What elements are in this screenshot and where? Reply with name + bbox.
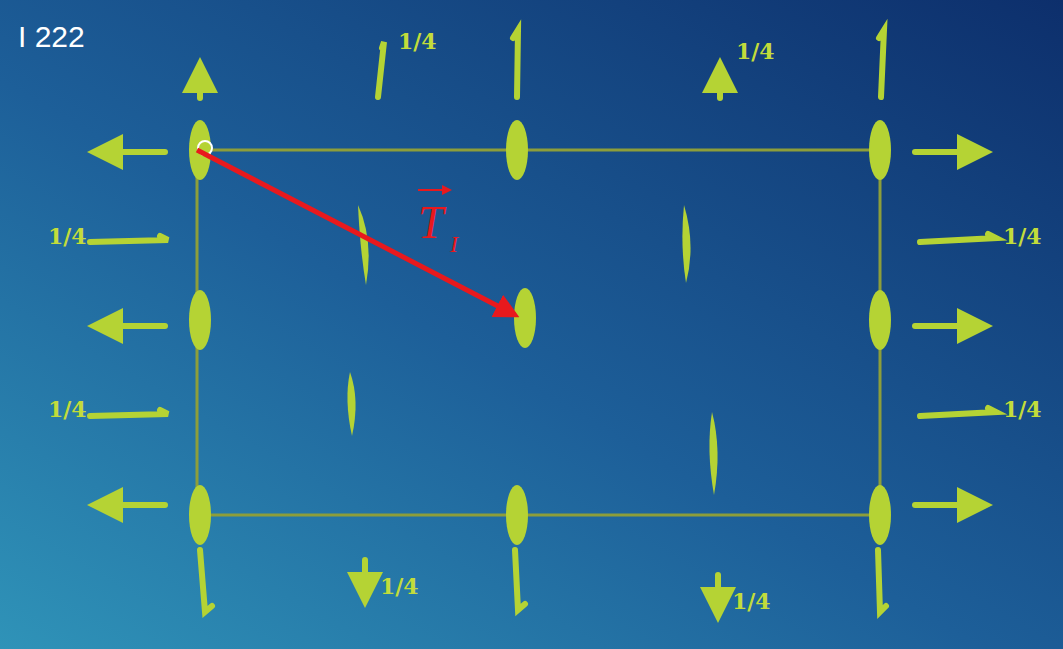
quarter-height: 1/4 (380, 575, 419, 597)
unit-cell (197, 150, 880, 515)
vector-label: T (418, 200, 444, 246)
quarter-height: 1/4 (1003, 398, 1042, 420)
quarter-height: 1/4 (48, 398, 87, 420)
twofold-axes-z (189, 120, 891, 545)
quarter-height: 1/4 (48, 225, 87, 247)
quarter-height: 1/4 (398, 30, 437, 52)
quarter-height: 1/4 (1003, 225, 1042, 247)
quarter-height: 1/4 (732, 590, 771, 612)
vector-subscript: I (450, 232, 458, 256)
translation-vector (197, 150, 515, 315)
title-label: I 222 (18, 22, 85, 52)
quarter-height: 1/4 (736, 40, 775, 62)
screw-axes-z (347, 205, 717, 495)
vector-arrow (418, 189, 450, 191)
twofold-axes-plane (90, 30, 996, 612)
